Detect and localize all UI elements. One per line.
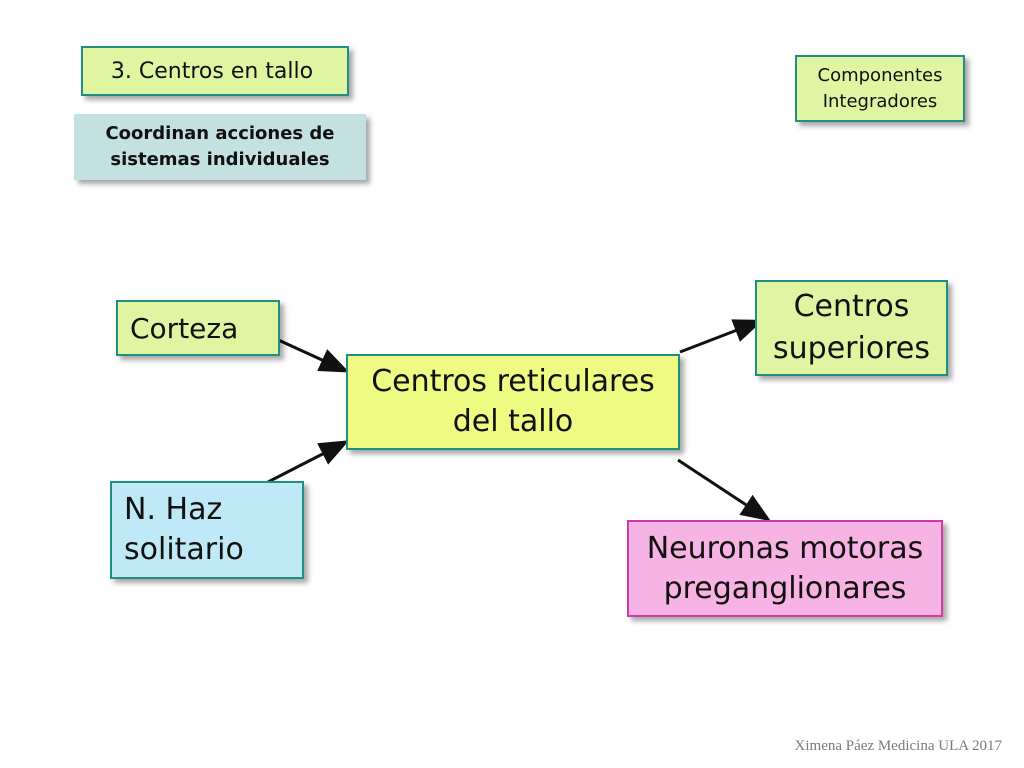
node-haz-solitario-label: N. Haz solitario bbox=[124, 492, 244, 567]
node-neuronas-motoras-label: Neuronas motoras preganglionares bbox=[646, 530, 924, 606]
subtitle-text: Coordinan acciones de sistemas individua… bbox=[105, 123, 335, 170]
arrow-reticulares-to-neuronas-motoras bbox=[677, 458, 772, 522]
node-centros-reticulares: Centros reticulares del tallo bbox=[346, 354, 680, 450]
node-neuronas-motoras: Neuronas motoras preganglionares bbox=[627, 520, 943, 617]
corner-note-text: Componentes Integradores bbox=[817, 64, 943, 112]
title-box: 3. Centros en tallo bbox=[81, 46, 349, 96]
arrow-corteza-to-reticulares bbox=[273, 336, 350, 373]
subtitle-box: Coordinan acciones de sistemas individua… bbox=[74, 114, 366, 180]
arrow-haz-to-reticulares bbox=[267, 440, 350, 484]
page-title: 3. Centros en tallo bbox=[110, 58, 314, 84]
node-centros-reticulares-label: Centros reticulares del tallo bbox=[371, 364, 655, 439]
footer-credit: Ximena Páez Medicina ULA 2017 bbox=[794, 738, 1002, 754]
node-haz-solitario: N. Haz solitario bbox=[110, 481, 304, 579]
node-corteza-label: Corteza bbox=[130, 311, 239, 345]
arrow-reticulares-to-centros-superiores bbox=[679, 319, 764, 354]
node-corteza: Corteza bbox=[116, 300, 280, 356]
corner-note-box: Componentes Integradores bbox=[795, 55, 965, 122]
node-centros-superiores: Centros superiores bbox=[755, 280, 948, 376]
node-centros-superiores-label: Centros superiores bbox=[773, 289, 930, 366]
